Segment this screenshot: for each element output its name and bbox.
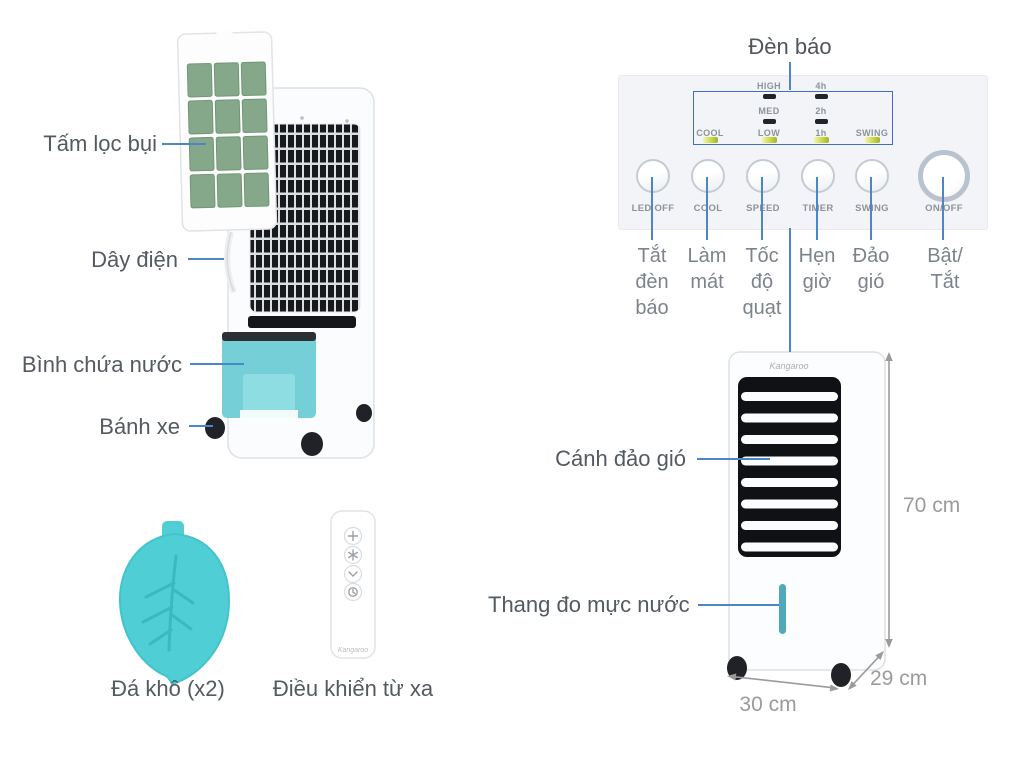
speed-button <box>746 159 780 193</box>
led-off-button <box>636 159 670 193</box>
indicator-high-label: HIGH <box>756 81 782 91</box>
timer-button <box>801 159 835 193</box>
indicator-cool-label: COOL <box>696 128 724 138</box>
control-panel: COOL HIGH MED LOW 4h 2h 1h SWING LED OFF… <box>618 75 988 230</box>
chevron-down-icon <box>348 571 358 577</box>
led-med <box>762 119 776 124</box>
front-cooler-illustration: Kangaroo <box>727 351 886 687</box>
led-4h <box>814 94 828 99</box>
label-water-gauge: Thang đo mực nước <box>488 592 690 617</box>
swing-louvers <box>738 377 841 557</box>
cool-button <box>691 159 725 193</box>
timer-clock-hands <box>352 588 356 595</box>
water-tank <box>222 332 316 418</box>
indicator-4h-label: 4h <box>815 81 827 91</box>
rear-cooler-illustration <box>176 30 375 459</box>
indicator-panel-title: Đèn báo <box>748 34 832 59</box>
caption-cool: Làm mát <box>687 245 727 293</box>
indicator-med-label: MED <box>758 106 780 116</box>
caption-speed: Tốc độ quạt <box>742 245 782 319</box>
dust-filter <box>176 30 278 232</box>
indicator-panel-outline <box>693 91 893 145</box>
label-power-cord: Dây điện <box>91 247 178 272</box>
led-2h <box>814 119 828 124</box>
on-off-button <box>918 150 970 202</box>
caption-timer: Hẹn giờ <box>798 245 836 293</box>
label-water-tank: Bình chứa nước <box>21 352 182 377</box>
remote-brand: Kangaroo <box>338 647 368 654</box>
indicator-low-label: LOW <box>757 128 781 138</box>
dimension-depth: 29 cm <box>870 667 928 690</box>
leaf-veins <box>141 554 195 652</box>
power-cord <box>224 231 237 294</box>
label-ice-pack: Đá khô (x2) <box>111 676 225 701</box>
caption-led-off: Tắt đèn báo <box>635 245 669 319</box>
dimension-width: 30 cm <box>739 693 797 716</box>
indicator-2h-label: 2h <box>815 106 827 116</box>
timer-clock-icon <box>348 587 358 597</box>
remote-control-illustration: Kangaroo <box>330 510 376 659</box>
led-1h-on <box>813 137 829 143</box>
on-off-button-label: ON/OFF <box>925 203 963 214</box>
fan-icon <box>348 549 358 561</box>
vent-slot <box>248 316 356 328</box>
indicator-swing-label: SWING <box>855 128 889 138</box>
led-low-on <box>761 137 777 143</box>
plus-icon <box>347 530 359 542</box>
label-dust-filter: Tấm lọc bụi <box>43 131 157 156</box>
label-swing-louvers: Cánh đảo gió <box>555 446 686 471</box>
led-high <box>762 94 776 99</box>
led-swing-on <box>864 137 880 143</box>
dimension-height: 70 cm <box>903 494 961 517</box>
ice-pack-illustration <box>118 521 231 686</box>
label-remote: Điều khiển từ xa <box>272 676 434 701</box>
caption-on-off: Bật/Tắt <box>927 245 963 293</box>
swing-button-label: SWING <box>855 203 889 214</box>
indicator-1h-label: 1h <box>815 128 827 138</box>
front-brand: Kangaroo <box>769 361 808 371</box>
led-cool-on <box>702 137 718 143</box>
label-wheels: Bánh xe <box>99 414 180 439</box>
caption-swing: Đảo gió <box>852 245 890 293</box>
water-level-gauge <box>779 584 786 634</box>
rear-caster-wheels <box>205 404 372 456</box>
swing-button <box>855 159 889 193</box>
